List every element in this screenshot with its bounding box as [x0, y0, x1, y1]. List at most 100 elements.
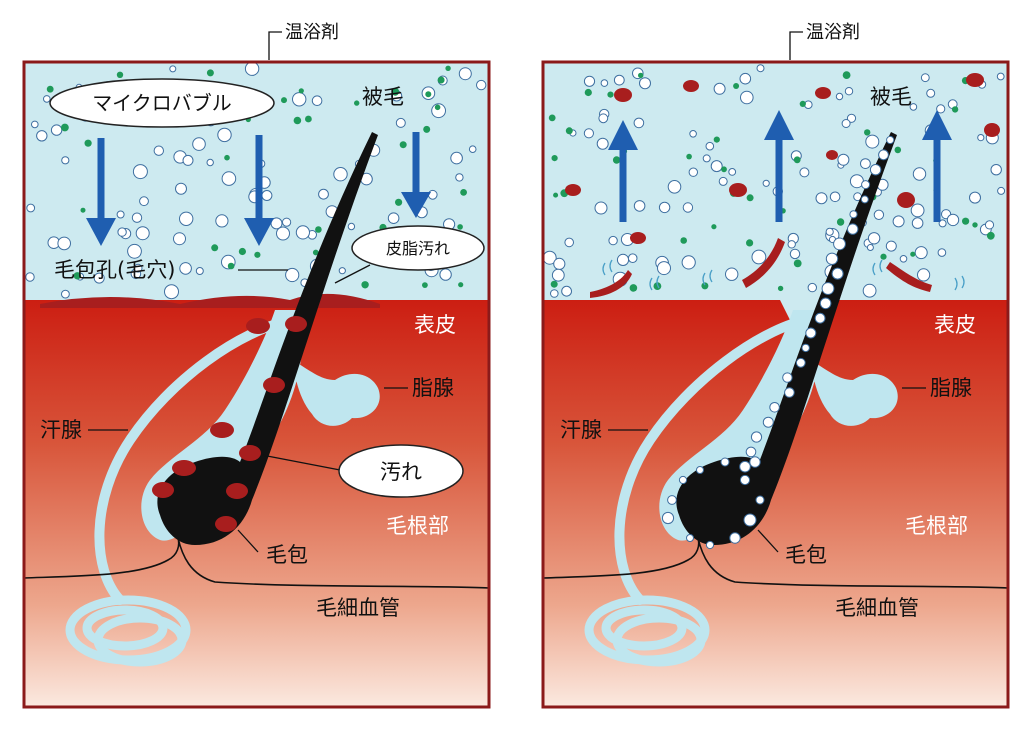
microbubble [892, 215, 905, 228]
bath-agent-dot [565, 127, 573, 135]
microbubble [755, 495, 765, 505]
microbubble [745, 446, 757, 458]
microbubble [787, 240, 796, 249]
microbubble [455, 173, 464, 182]
microbubble [814, 312, 826, 324]
microbubble [886, 135, 895, 145]
bubbles-on-hair [661, 135, 895, 550]
bath-agent-dot [711, 224, 717, 230]
bath-agent-dot [629, 284, 638, 292]
bath-agent-dot [73, 272, 82, 280]
microbubble [681, 255, 696, 270]
microbubble [553, 257, 566, 270]
microbubble [815, 192, 828, 205]
microbubble [661, 511, 675, 525]
microbubble [829, 191, 841, 203]
microbubble [164, 284, 179, 300]
bath-agent-dot [894, 146, 902, 154]
panel-after-frame [541, 60, 1010, 709]
follicle-label-right: 毛包 [785, 543, 827, 567]
microbubble [762, 416, 774, 428]
bath-agent-dot [305, 115, 312, 123]
bath-agent-dot [457, 224, 463, 230]
microbubble [583, 75, 596, 87]
microbubble [550, 289, 559, 298]
microbubble [61, 156, 70, 165]
microbubble [26, 203, 36, 213]
microbubble [686, 534, 694, 542]
microbubble [756, 64, 765, 73]
microbubble [133, 263, 143, 273]
microbubble [866, 244, 874, 251]
bath-agent-dot [281, 97, 287, 104]
lifted-dirt [565, 73, 1000, 298]
bath-agent-dot [361, 281, 369, 289]
microbubble [57, 236, 71, 251]
body-hair-label-right: 被毛 [870, 85, 912, 109]
microbubble [705, 141, 715, 151]
microbubble [93, 272, 105, 284]
dirt-label-bubble [338, 444, 464, 498]
bath-agent-dot [84, 139, 92, 147]
sebum-dirt-label: 皮脂汚れ [386, 239, 450, 258]
microbubble [946, 213, 960, 227]
microbubble [869, 164, 882, 176]
microbubble [311, 95, 323, 106]
bath-agent-dot [836, 218, 845, 226]
bath-agent-dot [80, 207, 86, 213]
bath-agent-dot [686, 153, 692, 160]
sweat-gland-duct [614, 315, 811, 605]
microbubble [608, 235, 618, 246]
microbubble [215, 214, 229, 228]
microbubble [318, 188, 329, 200]
arrow-up-icon [764, 110, 794, 222]
capillary-label-right: 毛細血管 [835, 596, 919, 620]
microbubble [837, 153, 850, 166]
microbubble [795, 357, 806, 368]
microbubble [784, 387, 795, 398]
microbubble [860, 158, 871, 170]
bath-agent-dot [422, 282, 428, 288]
microbubble [439, 268, 452, 281]
microbubble [997, 186, 1006, 195]
microbubble [179, 211, 194, 227]
microbubble [139, 196, 149, 207]
microbubble [613, 74, 625, 86]
microbubble [173, 232, 186, 246]
bath-agent-dot [746, 239, 754, 247]
bath-agent-dot [680, 237, 687, 244]
bath-agent-dot [61, 123, 69, 132]
bath-agent-dot [777, 285, 784, 292]
bath-agent-dot [460, 189, 467, 196]
microbubble [688, 167, 698, 177]
arrow-down-icon [401, 132, 431, 218]
microbubble [658, 201, 671, 214]
microbubble [667, 495, 677, 505]
microbubble [192, 137, 206, 151]
bath-agent-dot [354, 100, 360, 106]
callout-lines-left [88, 31, 408, 553]
arrows-up [608, 110, 952, 222]
microbubble [282, 217, 292, 227]
microbubble [468, 145, 477, 153]
arrow-down-icon [244, 135, 274, 246]
microbubble [689, 130, 697, 138]
bath-agent-dot [910, 251, 916, 257]
microbubble [295, 225, 310, 240]
microbubble [739, 460, 751, 473]
bath-agent-dot [962, 217, 970, 225]
bath-agent-dot [395, 198, 403, 206]
microbubble [217, 127, 232, 143]
bath-agent-dot [986, 231, 995, 240]
sebum-label-bubble [351, 225, 485, 271]
bath-agent-dot [434, 104, 441, 111]
microbubble [616, 253, 630, 266]
microbubble [627, 253, 638, 264]
capillary-label-left: 毛細血管 [316, 596, 400, 620]
bath-agent-dot [584, 88, 592, 97]
microbubble [206, 158, 214, 167]
dirt-particles [152, 316, 307, 532]
arrow-up-icon [608, 120, 638, 222]
bath-agent-dot [312, 249, 319, 256]
microbubble [427, 189, 438, 200]
